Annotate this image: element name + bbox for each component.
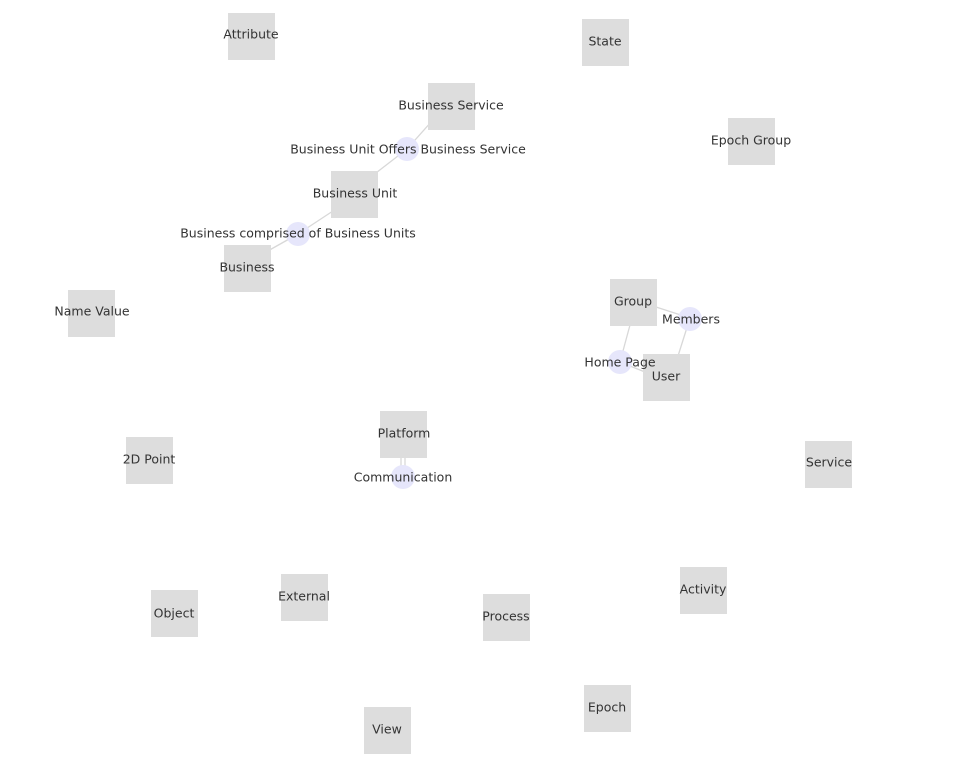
entity-node-user[interactable] — [643, 354, 690, 401]
entity-label-user: User — [652, 369, 681, 384]
entity-label-name-value: Name Value — [54, 304, 129, 319]
relationship-node-communication[interactable] — [391, 465, 415, 489]
entity-node-epoch-group[interactable] — [728, 118, 775, 165]
relationship-label-comprised: Business comprised of Business Units — [180, 226, 416, 241]
entity-node-business-service[interactable] — [428, 83, 475, 130]
entity-label-platform: Platform — [378, 426, 431, 441]
entity-label-business-service: Business Service — [398, 98, 504, 113]
entity-node-name-value[interactable] — [68, 290, 115, 337]
entity-label-object: Object — [154, 606, 195, 621]
relationship-nodes — [286, 137, 702, 489]
entity-nodes — [68, 13, 852, 754]
labels: Attribute State Business Service Epoch G… — [54, 27, 852, 737]
entity-node-view[interactable] — [364, 707, 411, 754]
entity-node-attribute[interactable] — [228, 13, 275, 60]
entity-node-service[interactable] — [805, 441, 852, 488]
entity-label-business-unit: Business Unit — [313, 186, 398, 201]
entity-node-epoch[interactable] — [584, 685, 631, 732]
relationship-node-members[interactable] — [678, 307, 702, 331]
entity-node-activity[interactable] — [680, 567, 727, 614]
entity-node-business[interactable] — [224, 245, 271, 292]
entity-label-activity: Activity — [680, 582, 727, 597]
entity-label-group: Group — [614, 294, 652, 309]
relationship-node-offers[interactable] — [395, 137, 419, 161]
entity-label-service: Service — [806, 455, 853, 470]
entity-node-business-unit[interactable] — [331, 171, 378, 218]
entity-label-2d-point: 2D Point — [123, 452, 176, 467]
entity-label-business: Business — [219, 260, 274, 275]
entity-label-attribute: Attribute — [223, 27, 279, 42]
entity-label-epoch-group: Epoch Group — [711, 133, 791, 148]
entity-label-epoch: Epoch — [588, 700, 626, 715]
relationship-label-home-page: Home Page — [584, 355, 655, 370]
relationship-node-comprised[interactable] — [286, 222, 310, 246]
entity-node-process[interactable] — [483, 594, 530, 641]
entity-node-object[interactable] — [151, 590, 198, 637]
entity-node-platform[interactable] — [380, 411, 427, 458]
entity-label-process: Process — [482, 609, 529, 624]
relationship-node-home-page[interactable] — [608, 350, 632, 374]
entity-label-external: External — [278, 589, 330, 604]
relationship-label-offers: Business Unit Offers Business Service — [290, 142, 526, 157]
entity-node-state[interactable] — [582, 19, 629, 66]
entity-label-view: View — [372, 722, 402, 737]
entity-node-external[interactable] — [281, 574, 328, 621]
entity-node-2d-point[interactable] — [126, 437, 173, 484]
relationship-label-members: Members — [662, 312, 720, 327]
entity-label-state: State — [588, 34, 621, 49]
entity-node-group[interactable] — [610, 279, 657, 326]
relationship-label-communication: Communication — [354, 470, 453, 485]
